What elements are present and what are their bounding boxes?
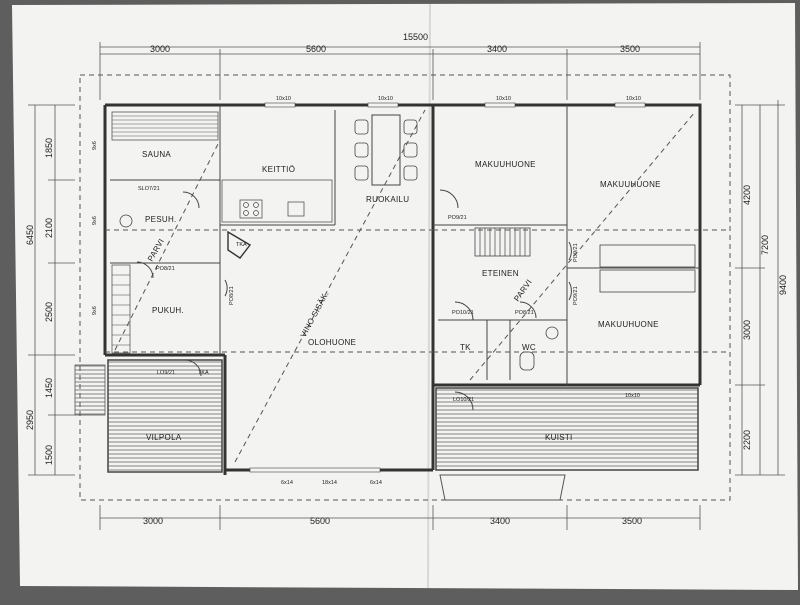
window-label-side-1: 9x6	[92, 141, 98, 150]
bottom-dimension-4: 3500	[622, 516, 642, 526]
right-inner-dimension-3: 2200	[742, 430, 752, 450]
left-dimension-2: 2100	[44, 218, 54, 238]
room-sauna: SAUNA	[142, 150, 171, 159]
fireplace	[227, 230, 252, 259]
room-pukuh: PUKUH.	[152, 306, 184, 315]
right-dimensions: 4200 3000 2200 7200 9400	[735, 100, 788, 476]
top-dimensions: 15500 3000 5600 3400 3500	[99, 32, 701, 100]
door-label-po10: PO10/21	[452, 310, 474, 316]
stairs	[474, 227, 531, 257]
top-dimension-1: 3000	[150, 44, 170, 54]
bottom-dimension-3: 3400	[490, 516, 510, 526]
stove	[239, 199, 263, 219]
right-mid-dimension: 7200	[760, 235, 770, 255]
top-dimension-3: 3400	[487, 44, 507, 54]
room-olohuone: OLOHUONE	[308, 338, 356, 347]
left-dimension-5: 1500	[44, 445, 54, 465]
dining-chair	[354, 119, 369, 135]
kuisti-deck	[435, 387, 699, 471]
top-total-dimension: 15500	[403, 32, 428, 42]
room-vilpola: VILPOLA	[146, 433, 182, 442]
tka-porch-label: TKA	[198, 370, 209, 376]
windows	[249, 102, 646, 473]
window-label-right-lower: 10x10	[625, 393, 640, 399]
door-label-po9-2: PO9/21	[573, 243, 579, 262]
window-label-top-4: 10x10	[626, 96, 641, 102]
door-label-po9-3: PO9/21	[573, 286, 579, 305]
door-label-slo: SLO7/21	[138, 186, 160, 192]
bottom-dimension-2: 5600	[310, 516, 330, 526]
dining-chair	[403, 119, 418, 135]
dining-table	[371, 114, 401, 186]
right-total-dimension: 9400	[778, 275, 788, 295]
dining-chair	[403, 165, 418, 181]
side-steps	[74, 364, 106, 416]
window-label-top-3: 10x10	[496, 96, 511, 102]
door-label-lo9: LO9/21	[157, 370, 175, 376]
room-ruokailu: RUOKAILU	[366, 195, 409, 204]
kitchen-counter	[221, 179, 333, 223]
left-dimensions: 6450 1850 2100 2500 1450 1500 2950	[25, 104, 75, 476]
door-label-po8-wc: PO8/21	[515, 310, 534, 316]
window-label-top-1: 10x10	[276, 96, 291, 102]
room-tk: TK	[460, 343, 471, 352]
room-makuuhuone-1: MAKUUHUONE	[475, 160, 536, 169]
door-label-po8-2: PO8/21	[229, 286, 235, 305]
window-label-side-3: 9x6	[92, 306, 98, 315]
right-inner-dimension-1: 4200	[742, 185, 752, 205]
door-labels: SLO7/21 PO8/21 PO8/21 PO9/21 PO9/21 PO9/…	[138, 186, 579, 403]
door-label-po8-1: PO8/21	[156, 266, 175, 272]
window-label-top-2: 10x10	[378, 96, 393, 102]
dining-chair	[354, 142, 369, 158]
paper-fold	[427, 3, 431, 589]
dining-chair	[403, 142, 418, 158]
window-label-side-2: 9x6	[92, 216, 98, 225]
vilpola-deck	[107, 359, 223, 473]
room-makuuhuone-2: MAKUUHUONE	[600, 180, 661, 189]
room-eteinen: ETEINEN	[482, 269, 519, 278]
tka-kitchen-label: TKA	[236, 242, 247, 248]
wc-sink	[545, 326, 559, 340]
kitchen-sink	[287, 201, 305, 217]
washroom-sink	[119, 214, 133, 228]
room-wc: WC	[522, 343, 536, 352]
door-swings	[136, 189, 572, 411]
left-dimension-4: 1450	[44, 378, 54, 398]
door-label-lo10: LO10/21	[453, 397, 474, 403]
room-kuisti: KUISTI	[545, 433, 573, 442]
window-label-bottom-1: 6x14	[281, 480, 293, 486]
room-keittio: KEITTIÖ	[262, 165, 295, 174]
bed	[599, 269, 696, 293]
top-dimension-4: 3500	[620, 44, 640, 54]
top-dimension-2: 5600	[306, 44, 326, 54]
left-dimension-1: 1850	[44, 138, 54, 158]
window-labels: 10x10 10x10 10x10 10x10 6x14 18x14 6x14 …	[92, 96, 641, 486]
dining-chair	[354, 165, 369, 181]
bottom-dimensions: 3000 5600 3400 3500	[99, 505, 701, 530]
sauna-benches	[111, 111, 219, 141]
fixtures	[111, 111, 696, 371]
room-makuuhuone-3: MAKUUHUONE	[598, 320, 659, 329]
right-inner-dimension-2: 3000	[742, 320, 752, 340]
roof-outline	[79, 74, 731, 501]
left-total-dimension: 6450	[25, 225, 35, 245]
left-dimension-3: 2500	[44, 302, 54, 322]
entrance-steps	[439, 474, 566, 501]
bottom-dimension-1: 3000	[143, 516, 163, 526]
bed	[599, 244, 696, 268]
door-label-po9: PO9/21	[448, 215, 467, 221]
window-label-bottom-3: 6x14	[370, 480, 382, 486]
left-lower-total-dimension: 2950	[25, 410, 35, 430]
window-label-bottom-2: 18x14	[322, 480, 337, 486]
room-pesuh: PESUH.	[145, 215, 177, 224]
sloped-ceiling-line	[234, 109, 426, 463]
